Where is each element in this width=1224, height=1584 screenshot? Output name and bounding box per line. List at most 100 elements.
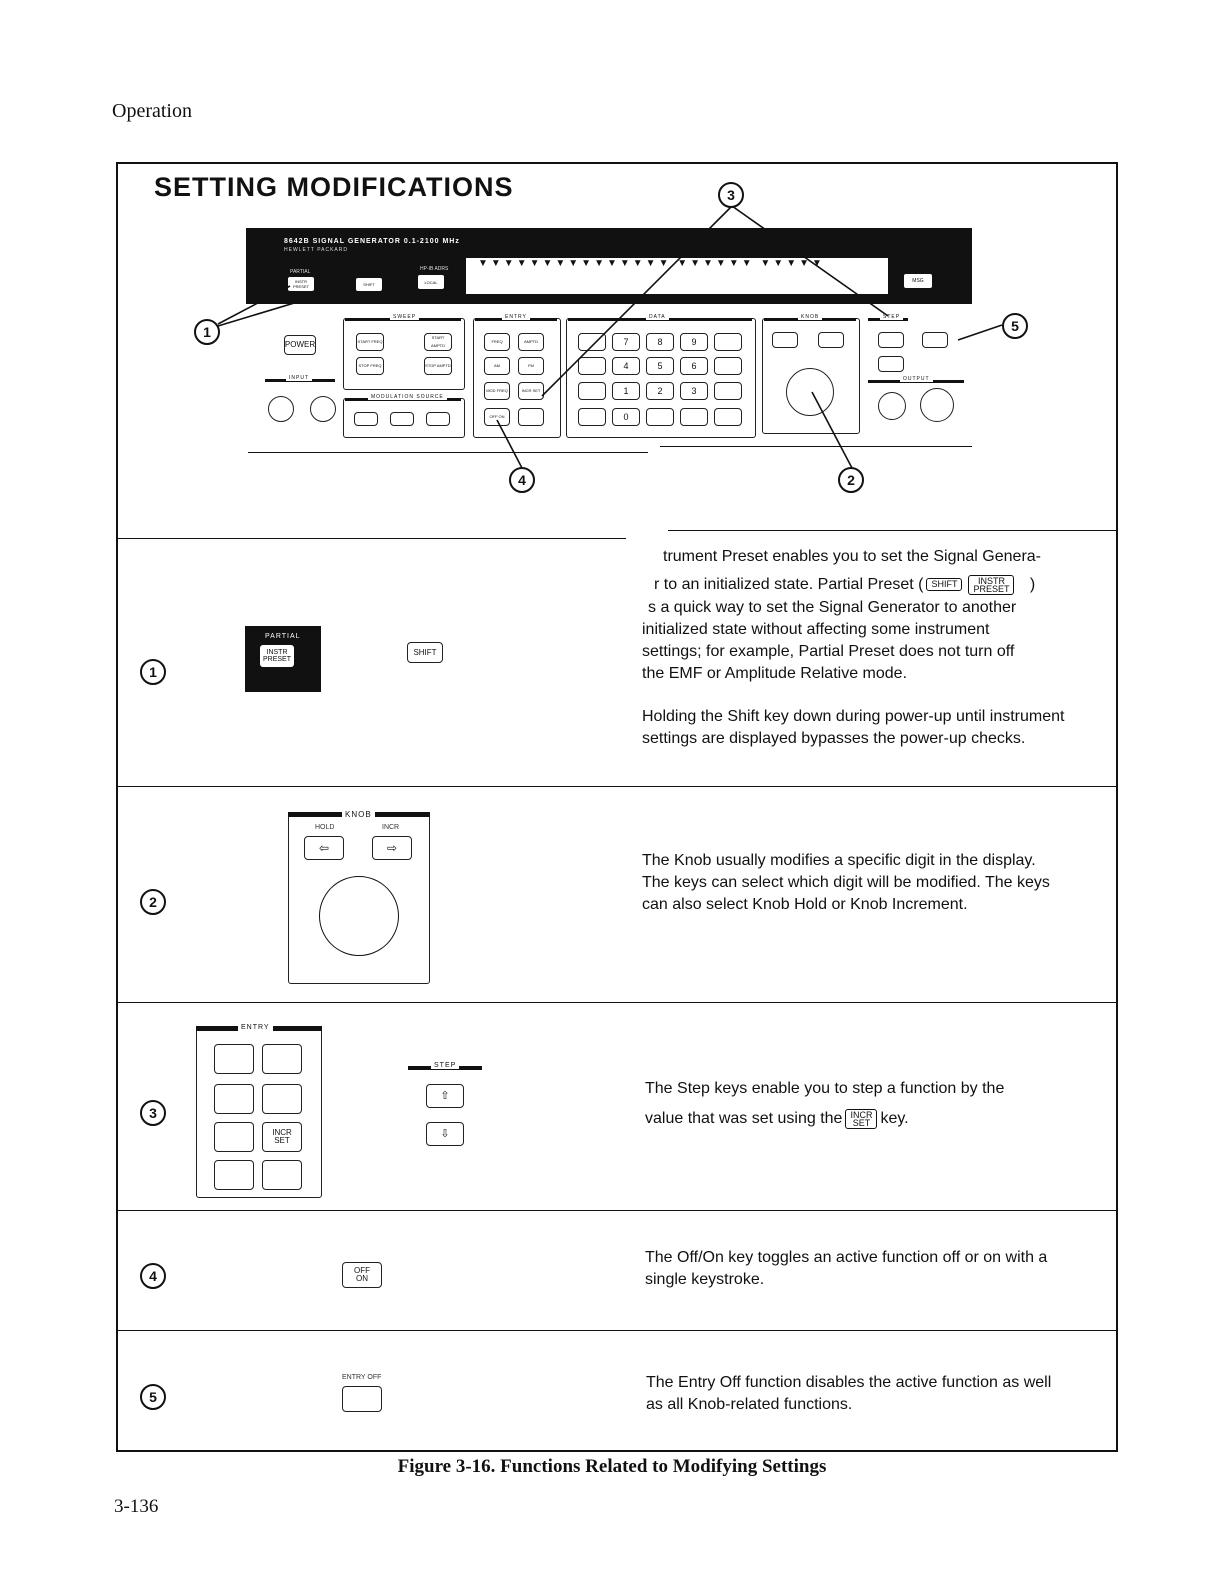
off-label: OFF	[354, 1266, 370, 1275]
panel-am-key[interactable]: AM	[484, 357, 510, 375]
rotary-knob[interactable]	[319, 876, 399, 956]
digit-key[interactable]: 5	[646, 357, 674, 375]
digit-key[interactable]: 9	[680, 333, 708, 351]
entry-key-1[interactable]	[214, 1044, 254, 1074]
panel-off-on-key[interactable]: OFF ON	[484, 408, 510, 426]
row-1-desc-line: the EMF or Amplitude Relative mode.	[642, 665, 908, 682]
data-key-func-3[interactable]	[578, 357, 606, 375]
panel-step-down-key[interactable]	[878, 356, 904, 372]
row-divider	[118, 786, 1116, 787]
digit-key[interactable]: 7	[612, 333, 640, 351]
incr-label: INCR	[272, 1128, 292, 1137]
panel-display-indicators: ▼▼▼▼▼▼▼▼▼▼▼▼▼▼▼ ▼▼▼▼▼▼ ▼▼▼▼▼	[478, 258, 825, 269]
step-up-key[interactable]: ⇧	[426, 1084, 464, 1108]
entry-key-5[interactable]	[214, 1122, 254, 1152]
row-number-marker: 2	[140, 889, 166, 915]
row-number-marker: 5	[140, 1384, 166, 1410]
stop-freq-key[interactable]: STOP FREQ	[356, 357, 384, 375]
digit-key[interactable]: 2	[646, 382, 674, 400]
digit-key[interactable]: 3	[680, 382, 708, 400]
digit-key[interactable]: 1	[612, 382, 640, 400]
data-key-func-4[interactable]	[714, 357, 742, 375]
panel-incr-set-key[interactable]: INCR SET	[518, 382, 544, 400]
panel-display-window	[466, 258, 888, 294]
data-key-func-8[interactable]	[646, 408, 674, 426]
row-number-marker: 1	[140, 659, 166, 685]
entry-key-4[interactable]	[262, 1084, 302, 1114]
data-key-func-7[interactable]	[578, 408, 606, 426]
step-label: STEP	[431, 1062, 460, 1069]
row-number-marker: 3	[140, 1100, 166, 1126]
instr-preset-key[interactable]: INSTR PRESET	[260, 645, 294, 667]
panel-freq-key[interactable]: FREQ	[484, 333, 510, 351]
digit-key[interactable]: 6	[680, 357, 708, 375]
on-label: ON	[356, 1274, 368, 1283]
off-on-key[interactable]: OFF ON	[342, 1262, 382, 1288]
panel-knob-incr-key[interactable]	[818, 332, 844, 348]
panel-knob-hold-key[interactable]	[772, 332, 798, 348]
partial-label: PARTIAL	[265, 633, 301, 640]
start-freq-key[interactable]: START FREQ	[356, 333, 384, 351]
set-label: SET	[274, 1136, 290, 1145]
stop-amptd-key[interactable]: STOP AMPTD	[424, 357, 452, 375]
knob-incr-key[interactable]: ⇨	[372, 836, 412, 860]
mod-key-2[interactable]	[390, 412, 414, 426]
row-divider-top-left	[118, 538, 626, 539]
up-arrow-icon: ⇧	[440, 1090, 450, 1102]
digit-key[interactable]: 4	[612, 357, 640, 375]
row-1-desc-text: r to an initialized state. Partial Prese…	[654, 576, 924, 593]
shift-key[interactable]: SHIFT	[407, 642, 443, 663]
data-key-func-9[interactable]	[680, 408, 708, 426]
entry-key-7[interactable]	[214, 1160, 254, 1190]
callout-marker-2: 2	[838, 467, 864, 493]
down-arrow-icon: ⇩	[440, 1128, 450, 1140]
model-line: 8642B SIGNAL GENERATOR 0.1-2100 MHz	[284, 238, 460, 245]
mod-key-1[interactable]	[354, 412, 378, 426]
panel-entry-key-8[interactable]	[518, 408, 544, 426]
panel-hpib-label: HP-IB ADRS	[420, 266, 449, 272]
entry-key-2[interactable]	[262, 1044, 302, 1074]
digit-key[interactable]: 0	[612, 408, 640, 426]
incr-set-key[interactable]: INCR SET	[262, 1122, 302, 1152]
row-divider	[118, 1210, 1116, 1211]
panel-instr-preset-key[interactable]: INSTR PRESET	[288, 277, 314, 291]
panel-local-key[interactable]: LOCAL	[418, 275, 444, 289]
digit-key[interactable]: 8	[646, 333, 674, 351]
step-down-key[interactable]: ⇩	[426, 1122, 464, 1146]
sweep-label: SWEEP	[390, 314, 420, 320]
data-key-func-2[interactable]	[714, 333, 742, 351]
panel-knob-label: KNOB	[798, 314, 823, 320]
panel-msg-key[interactable]: MSG	[904, 274, 932, 288]
figure-frame	[116, 162, 1118, 1452]
panel-fm-key[interactable]: FM	[518, 357, 544, 375]
start-amptd-key[interactable]: START AMPTD	[424, 333, 452, 351]
entry-key-8[interactable]	[262, 1160, 302, 1190]
data-key-func-1[interactable]	[578, 333, 606, 351]
panel-amptd-key[interactable]: AMPTD	[518, 333, 544, 351]
panel-mod-freq-key[interactable]: MOD FREQ	[484, 382, 510, 400]
panel-step-up-key[interactable]	[878, 332, 904, 348]
mod-key-3[interactable]	[426, 412, 450, 426]
data-key-func-5[interactable]	[578, 382, 606, 400]
panel-output-label: OUTPUT	[900, 376, 933, 382]
input-label: INPUT	[286, 375, 312, 381]
knob-hold-key[interactable]: ⇦	[304, 836, 344, 860]
data-key-func-6[interactable]	[714, 382, 742, 400]
panel-entry-off-key[interactable]	[922, 332, 948, 348]
callout-marker-1: 1	[194, 319, 220, 345]
entry-key-3[interactable]	[214, 1084, 254, 1114]
input-connector-2	[310, 396, 336, 422]
panel-rotary-knob[interactable]	[786, 368, 834, 416]
entry-off-key[interactable]	[342, 1386, 382, 1412]
callout-marker-5: 5	[1002, 313, 1028, 339]
output-connector-1	[878, 392, 906, 420]
panel-power-key[interactable]: POWER	[284, 335, 316, 355]
output-connector-2	[920, 388, 954, 422]
inline-shift-key: SHIFT	[926, 578, 963, 592]
data-key-func-10[interactable]	[714, 408, 742, 426]
row-1-desc-line: settings; for example, Partial Preset do…	[642, 643, 1015, 660]
panel-shift-key[interactable]: SHIFT	[356, 278, 382, 291]
row-2-desc: The Knob usually modifies a specific dig…	[642, 852, 1050, 913]
row-5-desc: The Entry Off function disables the acti…	[646, 1374, 1052, 1413]
